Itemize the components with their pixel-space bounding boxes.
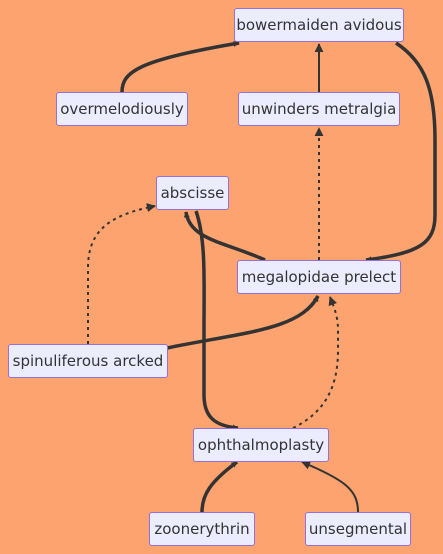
edge-megalopidae-to-abscisse xyxy=(183,211,266,262)
edge-zoonerythrin-to-ophthalmoplasty xyxy=(200,460,239,513)
node-bowermaiden-avidous[interactable]: bowermaiden avidous xyxy=(234,8,404,42)
edge-spinuliferous-to-abscisse xyxy=(87,203,156,344)
node-unsegmental[interactable]: unsegmental xyxy=(305,512,411,546)
node-zoonerythrin[interactable]: zoonerythrin xyxy=(149,512,255,546)
edge-ophthalmoplasty-to-megalopidae xyxy=(292,296,339,429)
node-ophthalmoplasty[interactable]: ophthalmoplasty xyxy=(193,428,329,462)
node-overmelodiously[interactable]: overmelodiously xyxy=(56,92,188,126)
node-abscisse[interactable]: abscisse xyxy=(156,176,229,210)
node-unwinders-metralgia[interactable]: unwinders metralgia xyxy=(238,92,400,126)
edge-unsegmental-to-ophthalmoplasty xyxy=(301,460,359,513)
edge-spinuliferous-to-megalopidae xyxy=(166,295,320,350)
node-megalopidae-prelect[interactable]: megalopidae prelect xyxy=(237,260,401,294)
edge-bowermaiden-to-megalopidae xyxy=(365,41,437,263)
edge-abscisse-to-ophthalmoplasty xyxy=(194,210,239,431)
node-spinuliferous-arcked[interactable]: spinuliferous arcked xyxy=(8,344,168,378)
edge-overmelodiously-to-bowermaiden xyxy=(120,40,240,93)
